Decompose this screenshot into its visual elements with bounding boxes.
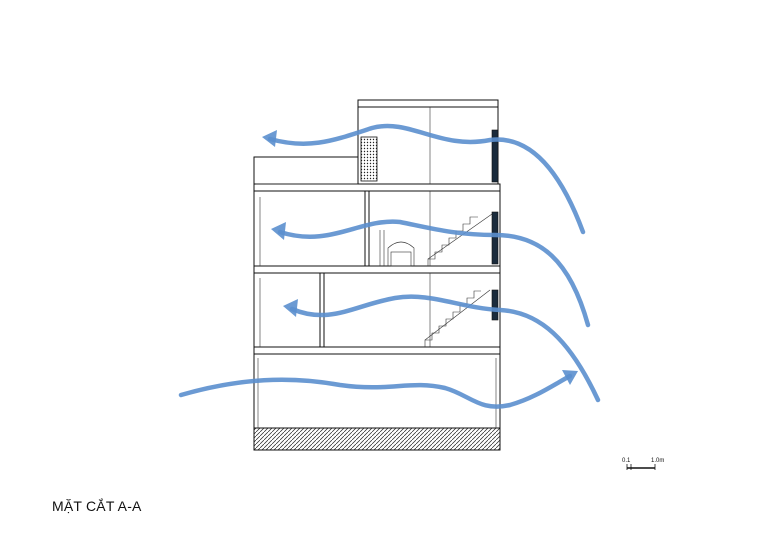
dotted-panel bbox=[360, 136, 378, 182]
airflow-arrowhead-ground bbox=[562, 370, 578, 385]
airflow-path-level-1 bbox=[289, 294, 601, 403]
window-level-1 bbox=[491, 289, 499, 321]
airflow-arrows bbox=[178, 123, 601, 409]
parapet bbox=[253, 156, 359, 185]
airflow-arrowhead-level-2 bbox=[271, 222, 286, 240]
airflow-path-ground bbox=[178, 373, 573, 409]
scale-label-start: 0.1 bbox=[622, 458, 631, 464]
airflow-path-top bbox=[267, 123, 586, 235]
slab-level-3 bbox=[253, 183, 501, 192]
window-level-2 bbox=[491, 211, 499, 265]
building-section bbox=[253, 99, 501, 451]
foundation bbox=[253, 427, 501, 451]
slab-level-1 bbox=[253, 346, 501, 355]
slab-level-2 bbox=[253, 265, 501, 274]
airflow-path-level-2 bbox=[277, 219, 591, 328]
airflow-arrowhead-top bbox=[262, 130, 277, 147]
scale-label-end: 1.0m bbox=[651, 458, 664, 464]
section-title: MẶT CẮT A-A bbox=[52, 498, 142, 514]
airflow-arrowhead-level-1 bbox=[283, 299, 298, 317]
window-level-3 bbox=[491, 129, 499, 183]
slab-roof bbox=[357, 99, 499, 108]
scale-bar: 0.1 1.0m bbox=[622, 458, 664, 470]
